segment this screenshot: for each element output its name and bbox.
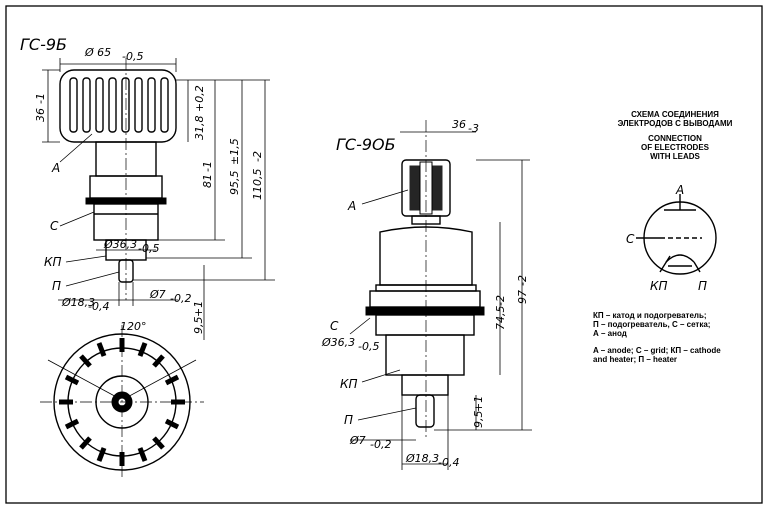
dim-d7: Ø7 xyxy=(149,288,166,301)
right-dim-d183-tol: -0,4 xyxy=(438,456,459,469)
right-body-upper xyxy=(379,226,473,286)
right-dim-36: 36 xyxy=(452,118,466,131)
left-label-c: С xyxy=(50,219,59,233)
pin-c: С xyxy=(626,232,635,246)
right-dim-d7: Ø7 xyxy=(349,434,366,447)
right-label-a: А xyxy=(347,199,356,213)
schema-title-en-3: WITH LEADS xyxy=(650,152,700,161)
schema-title-en-1: CONNECTION xyxy=(648,134,702,143)
right-dim-d183: Ø18,3 xyxy=(405,452,439,465)
pin-a: А xyxy=(675,183,684,197)
dim-110-5: 110,5 xyxy=(251,169,264,201)
right-dim-d363: Ø36,3 xyxy=(321,336,355,349)
right-body-ceramic xyxy=(369,290,481,308)
legend-ru-3: А – анод xyxy=(593,329,627,338)
legend-en-1: A – anode; C – grid; КП – cathode xyxy=(593,346,721,355)
dim-95-5: 95,5 xyxy=(228,171,241,196)
left-label-kp: КП xyxy=(44,255,62,269)
dim-110-5-tol: -2 xyxy=(251,151,264,162)
right-dim-9-5: 9,5 xyxy=(472,411,485,429)
right-label-c: С xyxy=(330,319,339,333)
schema-title-en-2: OF ELECTRODES xyxy=(641,143,710,152)
right-dim-97: 97 xyxy=(516,290,529,304)
left-label-p: П xyxy=(52,279,61,293)
right-dim-74-5-tol: -2 xyxy=(494,295,507,306)
left-tube-drawing: ГС-9Б Ø 65 -0,5 36 xyxy=(20,35,275,480)
right-cathode-ring xyxy=(401,374,449,396)
dim-d183: Ø18,3 xyxy=(61,296,95,309)
dim-36: 36 xyxy=(34,108,47,122)
pin-kp: КП xyxy=(650,279,668,293)
legend-ru-2: П – подогреватель, С – сетка; xyxy=(593,320,710,329)
pin-p: П xyxy=(698,279,707,293)
dim-9-5: 9,5 xyxy=(192,317,205,335)
dim-31-8-tol: +0,2 xyxy=(193,85,206,112)
dim-81: 81 xyxy=(201,174,214,188)
dim-d183-tol: -0,4 xyxy=(88,300,109,313)
right-body-lower xyxy=(385,334,465,376)
dim-81-tol: -1 xyxy=(201,161,214,172)
right-dim-d363-tol: -0,5 xyxy=(358,340,379,353)
dim-d363-tol: -0,5 xyxy=(138,242,159,255)
legend-ru-1: КП – катод и подогреватель; xyxy=(593,311,707,320)
right-heater-pin xyxy=(415,394,435,428)
right-tube-drawing: ГС-9ОБ 36 -3 74,5 -2 97 -2 9,5 +1 xyxy=(321,118,532,470)
left-title: ГС-9Б xyxy=(20,35,67,54)
dim-d65: Ø 65 xyxy=(84,46,111,59)
right-dim-74-5: 74,5 xyxy=(494,306,507,331)
schema-title-ru-1: СХЕМА СОЕДИНЕНИЯ xyxy=(631,110,719,119)
dim-d363: Ø36,3 xyxy=(103,238,137,251)
right-label-p: П xyxy=(344,413,353,427)
dim-36-tol: -1 xyxy=(34,93,47,104)
dim-31-8: 31,8 xyxy=(193,116,206,141)
connection-schema: СХЕМА СОЕДИНЕНИЯ ЭЛЕКТРОДОВ С ВЫВОДАМИ C… xyxy=(593,110,733,364)
right-dim-36-tol: -3 xyxy=(468,122,479,135)
radiator-fins xyxy=(69,77,169,133)
dim-9-5-tol: +1 xyxy=(192,301,205,317)
dim-d7-tol: -0,2 xyxy=(170,292,191,305)
schema-title-ru-2: ЭЛЕКТРОДОВ С ВЫВОДАМИ xyxy=(618,119,733,128)
right-dim-d7-tol: -0,2 xyxy=(370,438,391,451)
angle-120: 120° xyxy=(120,320,147,333)
legend-en-2: and heater; П – heater xyxy=(593,355,677,364)
right-grid-ring xyxy=(365,306,485,316)
right-title: ГС-9ОБ xyxy=(336,135,396,154)
dim-95-5-tol: ±1,5 xyxy=(228,138,241,165)
right-dim-9-5-tol: +1 xyxy=(472,396,485,412)
dim-d65-tol: -0,5 xyxy=(122,50,143,63)
heater-symbol xyxy=(665,254,695,263)
left-label-a: А xyxy=(51,161,60,175)
right-label-kp: КП xyxy=(340,377,358,391)
sheet-frame xyxy=(5,5,763,504)
right-dim-97-tol: -2 xyxy=(516,275,529,286)
